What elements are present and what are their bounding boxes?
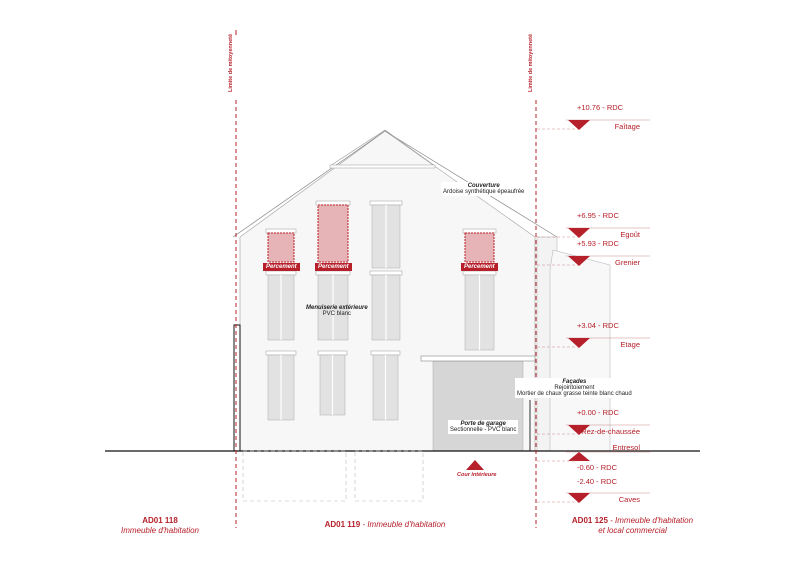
boundary-label-left: Limite de mitoyenneté	[228, 33, 234, 92]
level-marker-icon	[568, 228, 590, 238]
parcel-center: AD01 119 - Immeuble d'habitation	[300, 520, 470, 530]
parcel-center-desc: - Immeuble d'habitation	[360, 520, 446, 529]
parcel-center-ref: AD01 119	[324, 520, 361, 529]
window-arch	[369, 270, 403, 276]
level-marker-icon	[568, 493, 590, 503]
boundary-wall	[233, 324, 241, 452]
level-value: +6.95 - RDC	[577, 211, 619, 220]
window-arch	[265, 350, 297, 356]
level-name: Caves	[618, 495, 640, 504]
percement-label: Percement	[263, 263, 300, 271]
cellar-outline	[242, 450, 347, 502]
level-name: Faîtage	[614, 122, 640, 131]
roof-edge-left	[232, 130, 386, 238]
level-value: +5.93 - RDC	[577, 239, 619, 248]
garage-title: Porte de garage	[460, 421, 506, 427]
level-markers	[537, 119, 650, 503]
boundary-label-right: Limite de mitoyenneté	[528, 33, 534, 92]
facades-line2: Mortier de chaux grasse teinte blanc cha…	[517, 391, 632, 397]
window-arch	[462, 228, 497, 234]
level-name: Egoût	[620, 230, 640, 239]
level-name: Rez-de-chaussée	[581, 427, 640, 436]
percement-label: Percement	[461, 263, 498, 271]
level-marker-icon	[568, 120, 590, 130]
window-percement	[317, 204, 349, 263]
cour-marker-icon	[466, 460, 484, 470]
neighbour-building	[549, 249, 611, 452]
level-marker-icon	[568, 338, 590, 348]
level-value: -0.60 - RDC	[577, 463, 618, 472]
window-arch	[317, 350, 348, 356]
level-marker-icon	[568, 425, 590, 435]
menuiserie-title: Menuiserie extérieure	[306, 305, 368, 311]
window-arch	[370, 350, 401, 356]
level-value: +3.04 - RDC	[577, 321, 619, 330]
level-name: Grenier	[614, 258, 640, 267]
facades-title: Façades	[562, 379, 587, 385]
couverture-title: Couverture	[467, 183, 500, 189]
dormer-gable	[329, 129, 436, 167]
window-arch	[265, 228, 297, 234]
menuiserie-text: PVC blanc	[322, 311, 352, 317]
garage-door[interactable]	[432, 360, 524, 452]
level-value: +10.76 - RDC	[577, 103, 624, 112]
parcel-right-ref: AD01 125	[571, 516, 608, 525]
parcel-right-desc: - Immeuble d'habitation	[607, 516, 694, 525]
window-arch	[315, 200, 351, 206]
level-value: -2.40 - RDC	[577, 477, 618, 486]
level-name: Entresol	[612, 443, 640, 452]
parcel-right-desc2: et local commercial	[598, 526, 667, 535]
level-value: +0.00 - RDC	[577, 408, 619, 417]
window-percement	[267, 232, 295, 263]
level-marker-icon	[568, 452, 590, 461]
window-arch	[265, 270, 297, 276]
windows	[265, 200, 497, 421]
couverture-text: Ardoise synthétique épeaufrée	[443, 189, 525, 195]
window-arch	[369, 200, 403, 206]
percement-label: Percement	[315, 263, 352, 271]
level-name: Etage	[620, 340, 640, 349]
facades-line1: Rejointoiement	[554, 385, 595, 391]
cour-label: Cour intérieure	[457, 472, 497, 478]
garage-canopy	[420, 355, 536, 362]
parcel-left-desc: Immeuble d'habitation	[120, 526, 200, 535]
cellar-outline	[354, 450, 424, 502]
window-arch	[315, 270, 351, 276]
dormer-sill	[329, 164, 436, 169]
window-arch	[462, 270, 497, 276]
level-marker-icon	[568, 256, 590, 266]
window-percement	[464, 232, 495, 263]
garage-text: Sectionnelle - PVC blanc	[450, 427, 517, 433]
parcel-left-ref: AD01 118	[142, 516, 178, 525]
